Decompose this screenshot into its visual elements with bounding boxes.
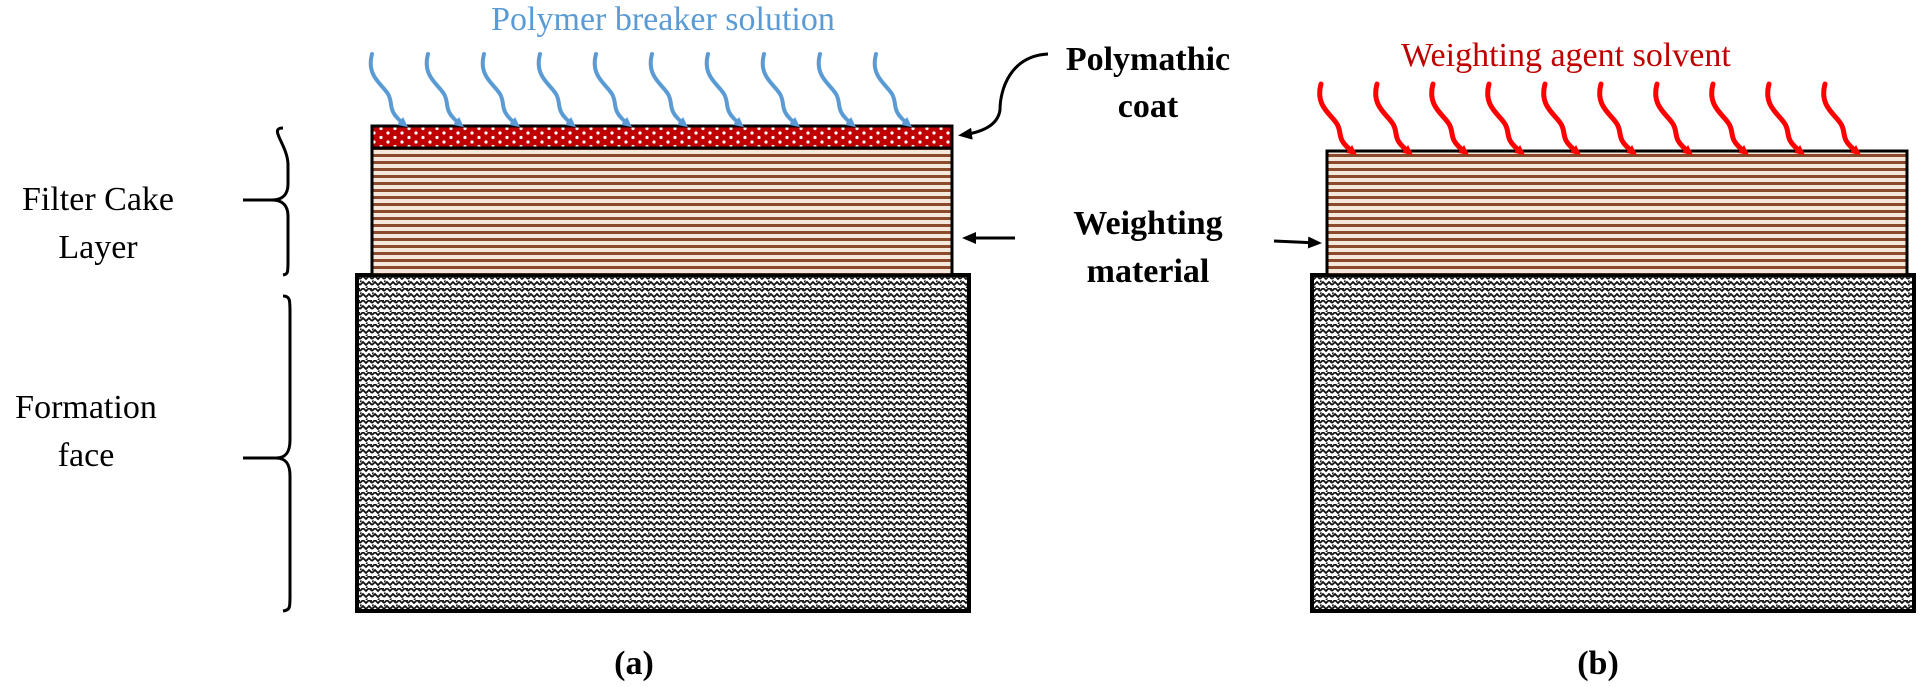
polymer-breaker-arrow: [424, 52, 464, 128]
panel-a: [355, 52, 971, 613]
weighting-layer-b: [1325, 149, 1909, 277]
filter-cake-brace: [271, 126, 290, 277]
weighting-pointer-arrow-b: [1273, 236, 1322, 249]
filter-cake-label-line2: Layer: [58, 229, 138, 266]
solvent-arrow: [1373, 81, 1413, 156]
filter-cake-label-line1: Filter Cake: [22, 181, 174, 218]
solvent-arrow: [1429, 81, 1469, 156]
polymathic-coat-layer: [370, 124, 954, 150]
polymer-breaker-arrow: [760, 52, 800, 128]
solvent-arrow: [1821, 81, 1861, 156]
polymer-breaker-arrow: [368, 52, 408, 128]
solvent-arrow: [1653, 81, 1693, 156]
formation-label-line2: face: [58, 437, 115, 474]
solvent-arrow: [1597, 81, 1637, 156]
weighting-solvent-label: Weighting agent solvent: [1401, 37, 1731, 74]
polymathic-pointer-arrow: [958, 52, 1049, 140]
polymathic-label-line2: coat: [1118, 88, 1179, 125]
solvent-arrow: [1485, 81, 1525, 156]
polymer-breaker-arrow: [480, 52, 520, 128]
solvent-arrow: [1541, 81, 1581, 156]
polymer-breaker-arrow: [816, 52, 856, 128]
panel-b-label: (b): [1577, 645, 1619, 682]
weighting-layer-a: [370, 146, 954, 277]
polymer-breaker-arrow: [648, 52, 688, 128]
formation-label-line1: Formation: [15, 389, 157, 426]
formation-block-b: [1310, 273, 1916, 613]
polymathic-label-line1: Polymathic: [1066, 41, 1230, 78]
panel-a-label: (a): [614, 645, 654, 682]
solvent-arrow: [1317, 81, 1357, 156]
polymer-breaker-arrow: [704, 52, 744, 128]
weighting-solvent-arrows: [1317, 81, 1861, 156]
polymer-breaker-arrow: [536, 52, 576, 128]
polymer-breaker-arrows: [368, 52, 912, 128]
solvent-arrow: [1709, 81, 1749, 156]
polymer-breaker-label: Polymer breaker solution: [491, 1, 835, 38]
panel-b: [1310, 81, 1916, 613]
solvent-arrow: [1765, 81, 1805, 156]
polymer-breaker-arrow: [592, 52, 632, 128]
weighting-label-line1: Weighting: [1073, 205, 1222, 242]
formation-brace: [275, 294, 292, 613]
weighting-label-line2: material: [1087, 253, 1210, 290]
polymer-breaker-arrow: [872, 52, 912, 128]
formation-block-a: [355, 273, 971, 613]
